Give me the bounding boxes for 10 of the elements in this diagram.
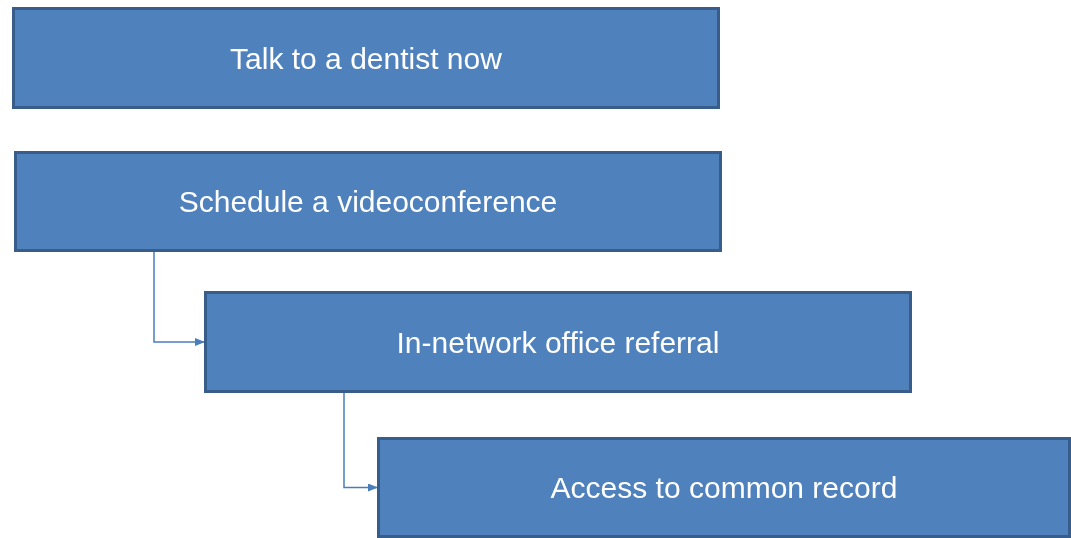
process-box [204,291,912,393]
box-label: Schedule a videoconference [178,184,558,220]
process-box [14,151,722,252]
connector-arrow [343,392,378,492]
box-label: In-network office referral [396,324,720,361]
box-label: Talk to a dentist now [230,40,502,77]
connector-arrow [153,251,205,346]
process-box [12,7,720,109]
process-box [377,437,1071,538]
box-label: Access to common record [550,470,898,506]
